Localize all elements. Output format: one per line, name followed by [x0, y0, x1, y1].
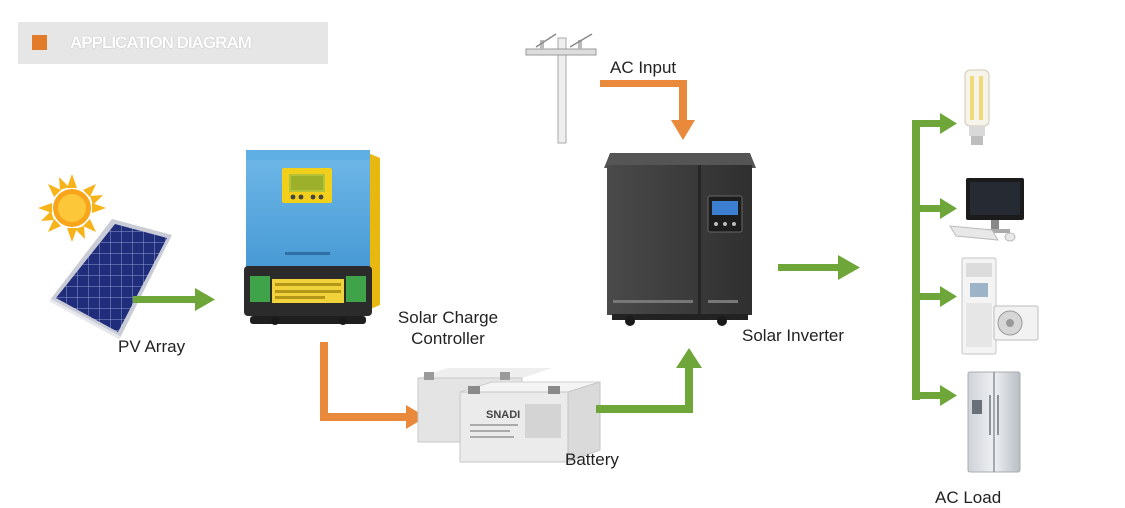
- solar-inverter-label: Solar Inverter: [742, 326, 845, 345]
- solar-panel-icon: [49, 219, 172, 340]
- pv-array-label: PV Array: [118, 337, 186, 356]
- arrow-pv-to-controller: [133, 288, 215, 311]
- solar-inverter-device: [604, 153, 756, 326]
- header-square-icon: [32, 35, 47, 50]
- battery-label: Battery: [565, 450, 619, 469]
- arrow-ac-input-to-inverter: [600, 80, 695, 140]
- page-title: APPLICATION DIAGRAM: [70, 33, 252, 52]
- battery-brand: SNADI: [486, 409, 520, 421]
- led-bulb-icon: [964, 69, 990, 145]
- load-distribution-arrows: [912, 113, 957, 406]
- utility-pole-icon: [525, 33, 597, 144]
- arrow-controller-to-battery: [320, 342, 426, 429]
- charge-controller-label: Solar Charge Controller: [380, 307, 516, 349]
- air-conditioner-icon: [961, 257, 1039, 355]
- charge-controller-label-line1: Solar Charge: [397, 308, 499, 327]
- refrigerator-icon: [967, 371, 1021, 473]
- arrow-inverter-to-load: [778, 255, 860, 280]
- charge-controller-device: [244, 150, 380, 325]
- ac-load-label: AC Load: [935, 488, 1002, 507]
- battery-bank: SNADI: [417, 368, 601, 463]
- sun-icon: [38, 174, 106, 242]
- ac-input-label: AC Input: [610, 58, 677, 77]
- header-bar: APPLICATION DIAGRAM: [18, 22, 328, 64]
- computer-icon: [949, 178, 1024, 242]
- arrow-battery-to-inverter: [596, 348, 702, 413]
- charge-controller-label-line2: Controller: [411, 329, 485, 348]
